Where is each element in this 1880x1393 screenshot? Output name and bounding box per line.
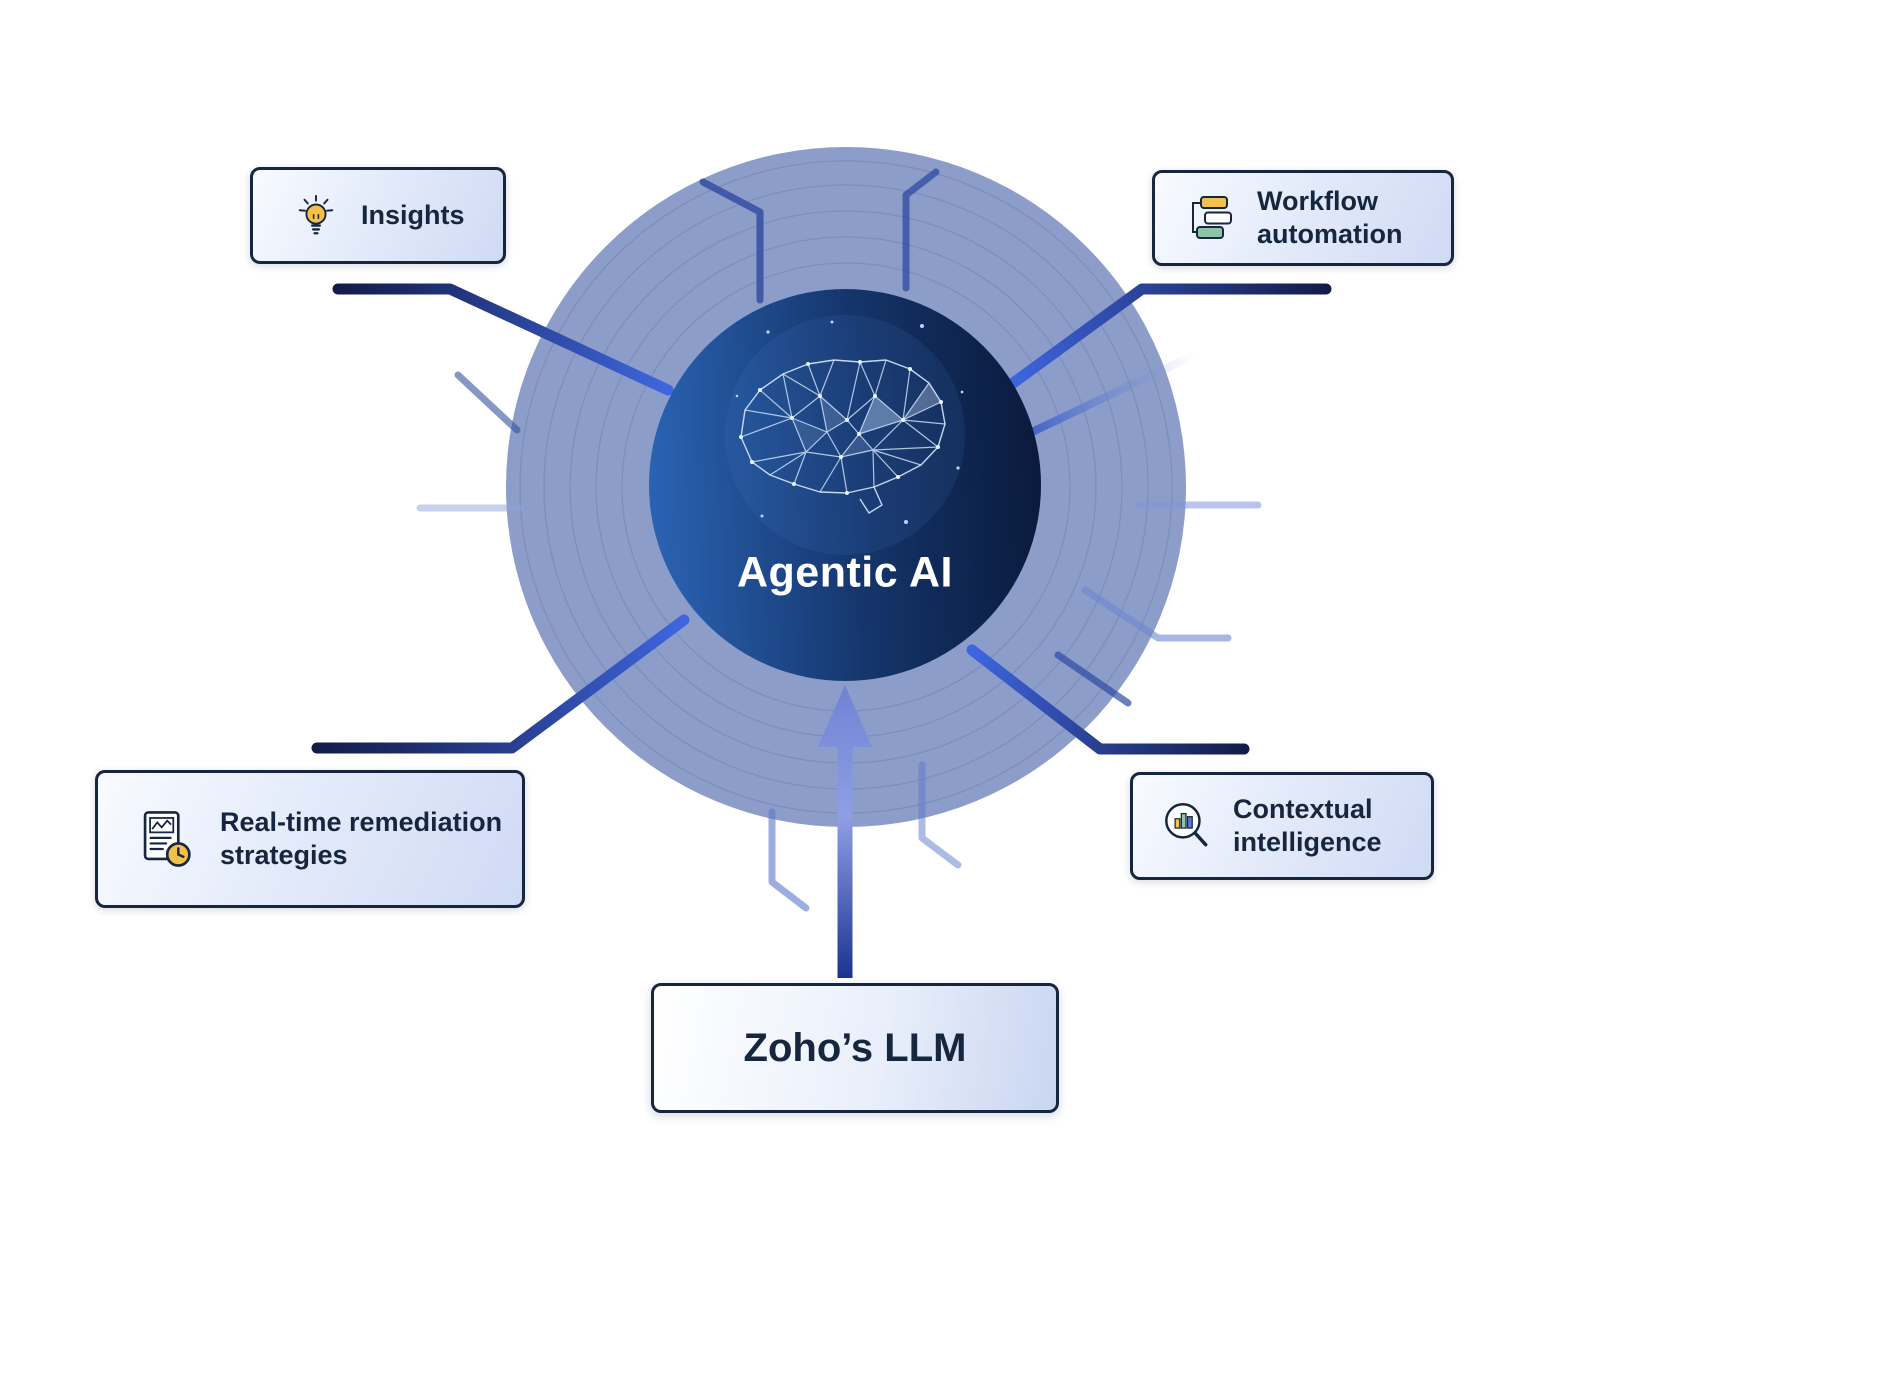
brain-network-icon bbox=[725, 315, 965, 555]
llm-up-arrow bbox=[818, 685, 872, 978]
source-zoho-llm-label: Zoho’s LLM bbox=[743, 1025, 967, 1070]
connector-insights bbox=[332, 283, 674, 396]
source-zoho-llm: Zoho’s LLM bbox=[651, 983, 1059, 1113]
connector-workflow-automation bbox=[1003, 283, 1332, 392]
node-insights-label: Insights bbox=[361, 200, 465, 231]
lightbulb-icon bbox=[293, 193, 339, 239]
magnifier-bar-chart-icon bbox=[1157, 797, 1215, 855]
connectors bbox=[311, 283, 1332, 755]
center-label: Agentic AI bbox=[736, 548, 954, 597]
connector-real-time-remediation bbox=[311, 614, 690, 754]
connector-contextual-intelligence bbox=[966, 644, 1250, 755]
node-workflow-automation: Workflow automation bbox=[1152, 170, 1454, 266]
node-insights: Insights bbox=[250, 167, 506, 264]
node-real-time-remediation: Real-time remediation strategies bbox=[95, 770, 525, 908]
node-contextual-intelligence: Contextual intelligence bbox=[1130, 772, 1434, 880]
node-workflow-automation-label: Workflow automation bbox=[1257, 186, 1403, 249]
node-contextual-intelligence-label: Contextual intelligence bbox=[1233, 794, 1382, 857]
node-real-time-remediation-label: Real-time remediation strategies bbox=[220, 807, 503, 870]
circuit-traces bbox=[416, 168, 1262, 912]
report-clock-icon bbox=[134, 808, 196, 870]
core-circle bbox=[649, 289, 1041, 681]
workflow-blocks-icon bbox=[1185, 193, 1237, 243]
